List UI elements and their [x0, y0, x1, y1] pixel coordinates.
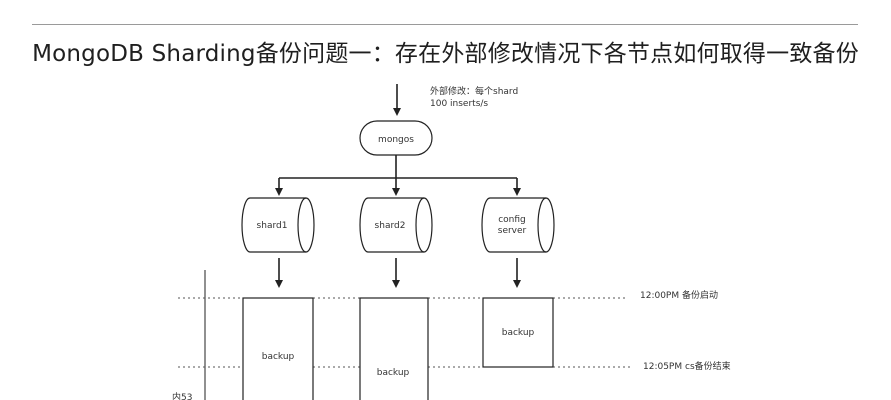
page-title: MongoDB Sharding备份问题一：存在外部修改情况下各节点如何取得一致…	[32, 41, 859, 67]
shard1-backup-label: backup	[262, 352, 295, 362]
timeline-start-label: 12:00PM 备份启动	[640, 289, 718, 301]
timeline-cutoff-label: 内53	[172, 391, 192, 400]
shard1-label: shard1	[257, 221, 288, 231]
shard2-backup-label: backup	[377, 368, 410, 378]
shard2-label: shard2	[375, 221, 406, 231]
config-server-label-line-2: server	[498, 226, 527, 236]
config-backup-box	[482, 297, 554, 368]
annotation-line-2: 100 inserts/s	[430, 99, 488, 109]
config-server-node	[481, 197, 555, 253]
config-server-label-line-1: config	[498, 215, 526, 225]
shard2-node	[359, 197, 433, 253]
timeline-config-end-label: 12:05PM cs备份结束	[643, 360, 731, 372]
annotation-line-1: 外部修改：每个shard	[430, 85, 518, 97]
shard1-backup-box	[242, 297, 314, 400]
mongos-label: mongos	[378, 135, 414, 145]
config-backup-label: backup	[502, 328, 535, 338]
shard1-node	[241, 197, 315, 253]
shard2-backup-box	[359, 297, 429, 400]
title-top-rule	[32, 24, 858, 25]
